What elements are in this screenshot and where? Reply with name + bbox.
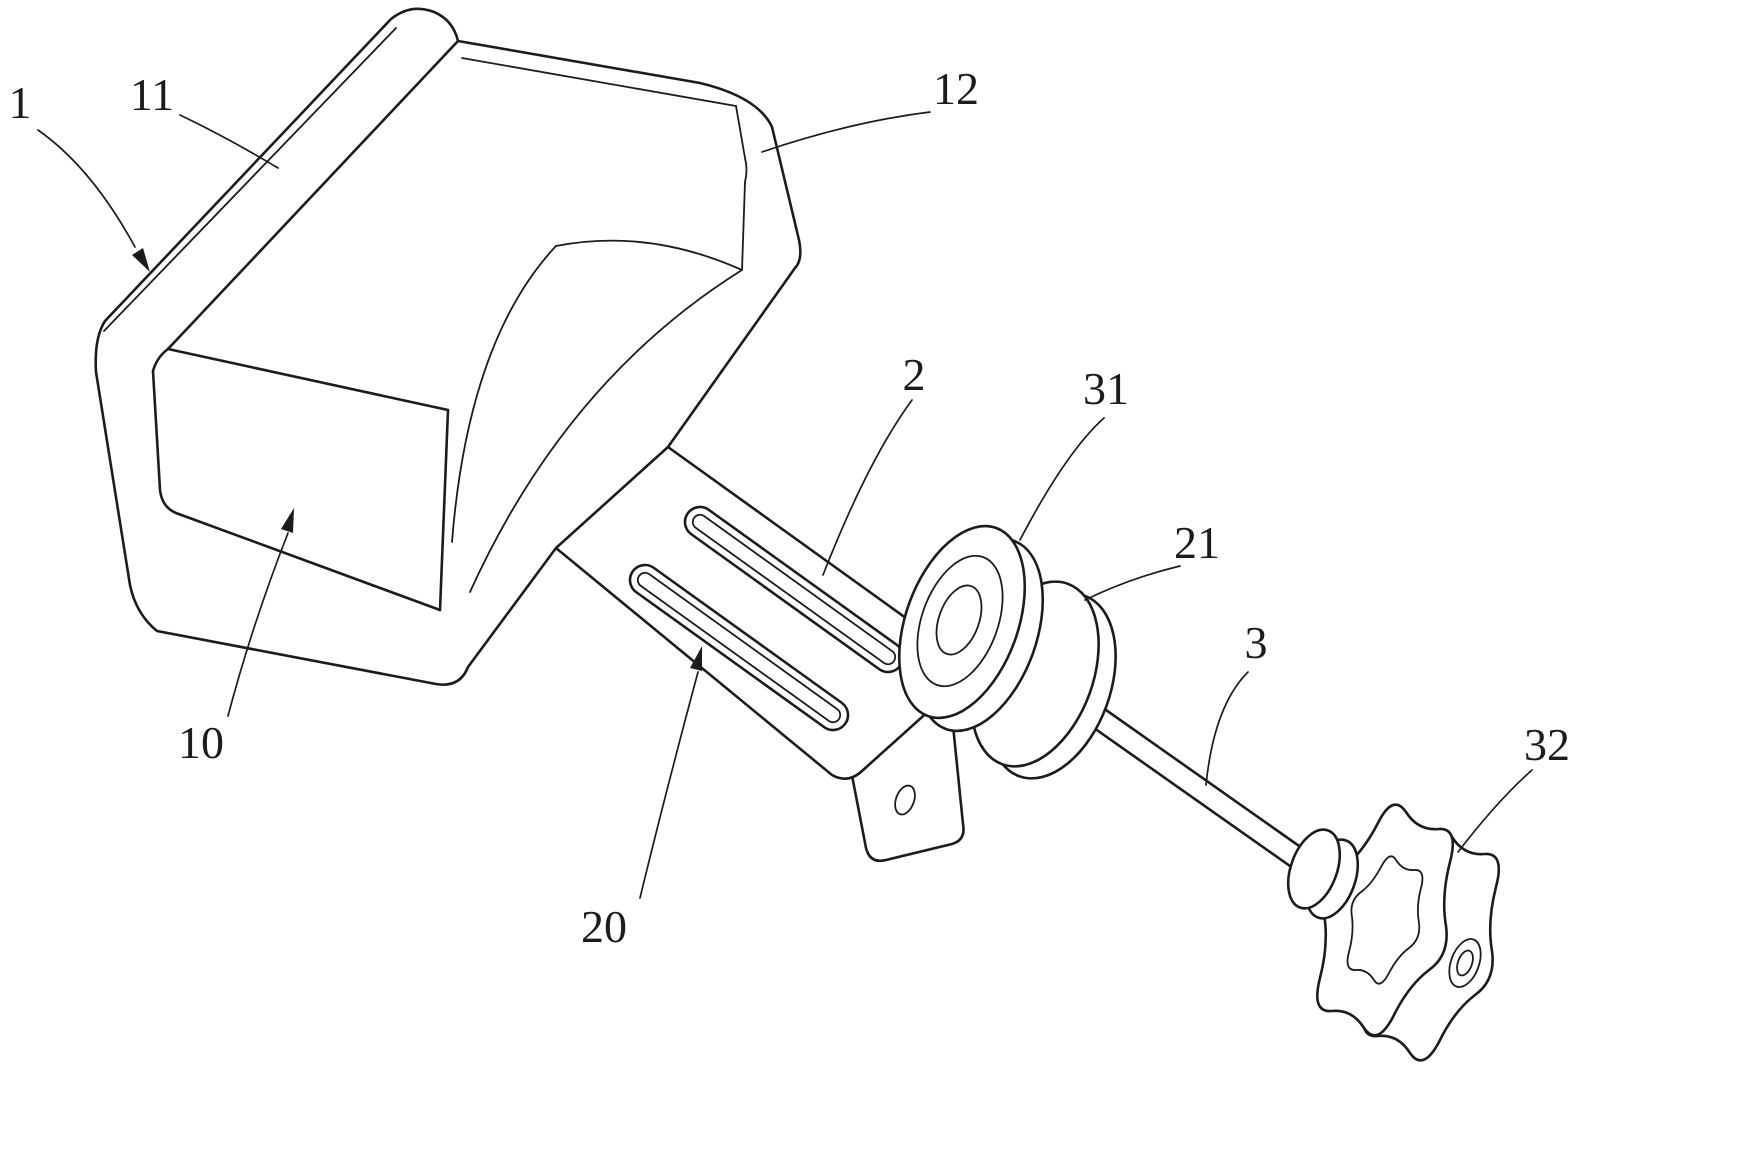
- side-plate-12-top-edge: [456, 39, 774, 129]
- ref-numeral-1: 1: [9, 77, 32, 128]
- leader-line-1: [37, 129, 136, 248]
- ref-numeral-11: 11: [130, 69, 174, 120]
- leader-line-11: [179, 114, 279, 169]
- bend-flange-hole: [894, 784, 916, 816]
- side-plate-12-top-chamfer: [461, 57, 737, 107]
- saddle-rim-curve: [555, 239, 743, 271]
- ref-label-3: 3: [1205, 617, 1268, 786]
- ref-label-2: 2: [822, 349, 926, 576]
- ref-label-31: 31: [1019, 363, 1129, 541]
- ref-label-21: 21: [1084, 517, 1220, 601]
- channel-inner-near-edge: [151, 369, 442, 612]
- side-plate-11-rim-inner: [151, 39, 460, 373]
- ref-numeral-2: 2: [903, 349, 926, 400]
- body-outer-bottom-outline: [94, 370, 558, 686]
- slot-lower-inner: [636, 571, 842, 724]
- ref-numeral-32: 32: [1524, 719, 1570, 770]
- ref-numeral-31: 31: [1083, 363, 1129, 414]
- leader-line-12: [761, 111, 931, 153]
- ref-numeral-20: 20: [581, 901, 627, 952]
- clamp-body: [94, 7, 802, 686]
- leader-arrowhead-10: [281, 508, 294, 533]
- leader-line-3: [1205, 671, 1249, 786]
- ref-label-32: 32: [1457, 719, 1570, 853]
- slot-upper-inner: [691, 513, 897, 666]
- ref-numeral-12: 12: [933, 63, 979, 114]
- knob-boss-inner: [1456, 949, 1474, 977]
- ref-numeral-10: 10: [178, 717, 224, 768]
- leader-line-2: [822, 399, 913, 576]
- channel-seat-right-edge: [438, 408, 450, 612]
- side-plate-12-right-edge: [770, 125, 802, 270]
- side-plate-11-rim-chamfer: [103, 27, 397, 332]
- slot-lower-outer: [628, 563, 850, 732]
- saddle-inner-curve: [451, 245, 557, 543]
- knob-face-ring: [1346, 855, 1424, 985]
- ref-label-12: 12: [761, 63, 979, 153]
- star-knob: [1286, 803, 1500, 1062]
- leader-line-32: [1457, 769, 1533, 853]
- ref-numeral-3: 3: [1245, 617, 1268, 668]
- washer: [897, 524, 1045, 733]
- leader-line-21: [1084, 565, 1181, 601]
- washer-hole: [935, 584, 983, 656]
- knob-hub-near: [1286, 828, 1342, 910]
- ref-label-20: 20: [581, 646, 702, 952]
- channel-seat-far-edge: [166, 347, 450, 412]
- leader-line-10: [227, 532, 289, 717]
- washer-ring: [916, 554, 1004, 688]
- leader-arrowhead-1: [132, 248, 150, 272]
- ref-label-1: 1: [9, 77, 150, 272]
- ref-label-10: 10: [178, 508, 294, 768]
- reference-labels: 1 11 12 2 31 21 3 32: [9, 63, 1571, 952]
- knob-boss-outer: [1448, 938, 1482, 988]
- ref-numeral-21: 21: [1174, 517, 1220, 568]
- side-plate-12-lower-edge: [666, 266, 797, 449]
- leader-arrowhead-20: [690, 646, 702, 671]
- side-plate-11-rim-outer: [94, 7, 460, 374]
- ref-label-11: 11: [130, 69, 279, 169]
- leader-line-20: [639, 671, 699, 899]
- saddle-step-and-curve: [469, 105, 748, 593]
- leader-line-31: [1019, 417, 1105, 541]
